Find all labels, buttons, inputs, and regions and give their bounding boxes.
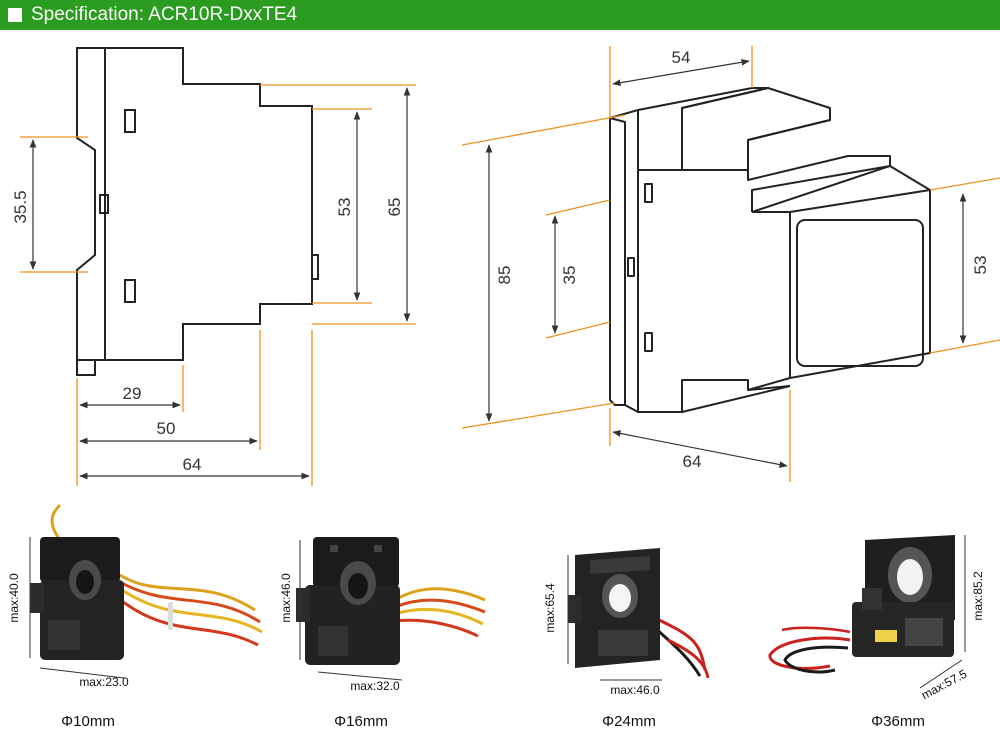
iso-view-dimension-arrows xyxy=(485,58,967,468)
iso-dim-top-width: 54 xyxy=(672,48,691,67)
iso-view-dimensions xyxy=(461,46,1000,482)
header-square-icon xyxy=(8,8,22,22)
iso-dim-depth: 64 xyxy=(683,452,702,471)
side-dim-width-2: 50 xyxy=(157,419,176,438)
side-dim-height-front: 53 xyxy=(335,198,354,217)
spec-header-bar: Specification: ACR10R-DxxTE4 xyxy=(0,0,1000,30)
sensor-24mm-caption: Φ24mm xyxy=(602,713,656,730)
sensor-24mm-max-width: max:46.0 xyxy=(610,683,660,697)
side-view xyxy=(76,47,319,376)
side-dim-height-rail: 35.5 xyxy=(11,190,30,223)
side-dim-width-3: 64 xyxy=(183,455,202,474)
sensor-10mm-max-height: max:40.0 xyxy=(7,573,21,623)
sensor-24mm-max-height: max:65.4 xyxy=(543,583,557,633)
sensor-16mm-max-width: max:32.0 xyxy=(350,679,400,693)
sensor-36mm-max-height: max:85.2 xyxy=(971,571,985,621)
sensor-36mm-width-line xyxy=(919,659,963,689)
sensor-16mm-max-height: max:46.0 xyxy=(279,573,293,623)
side-view-dimensions xyxy=(20,84,416,486)
sensor-16mm-width-line xyxy=(317,671,403,681)
iso-dim-rail: 35 xyxy=(560,266,579,285)
sensor-10mm-max-width: max:23.0 xyxy=(79,675,129,689)
iso-view xyxy=(609,87,931,413)
side-view-dimension-arrows xyxy=(29,87,411,480)
iso-dim-front-height: 53 xyxy=(971,256,990,275)
sensor-36mm-caption: Φ36mm xyxy=(871,713,925,730)
sensor-10mm-width-line xyxy=(39,667,125,679)
sensor-36mm-photo xyxy=(768,535,955,674)
sensor-10mm-photo xyxy=(30,503,263,660)
sensor-24mm-photo xyxy=(568,548,710,679)
spec-title: Specification: ACR10R-DxxTE4 xyxy=(31,4,298,25)
sensor-16mm-photo xyxy=(296,537,486,665)
sensor-10mm-caption: Φ10mm xyxy=(61,713,115,730)
sensor-16mm-caption: Φ16mm xyxy=(334,713,388,730)
side-dim-height-total: 65 xyxy=(385,198,404,217)
side-dim-width-1: 29 xyxy=(123,384,142,403)
iso-dim-total-height: 85 xyxy=(495,266,514,285)
